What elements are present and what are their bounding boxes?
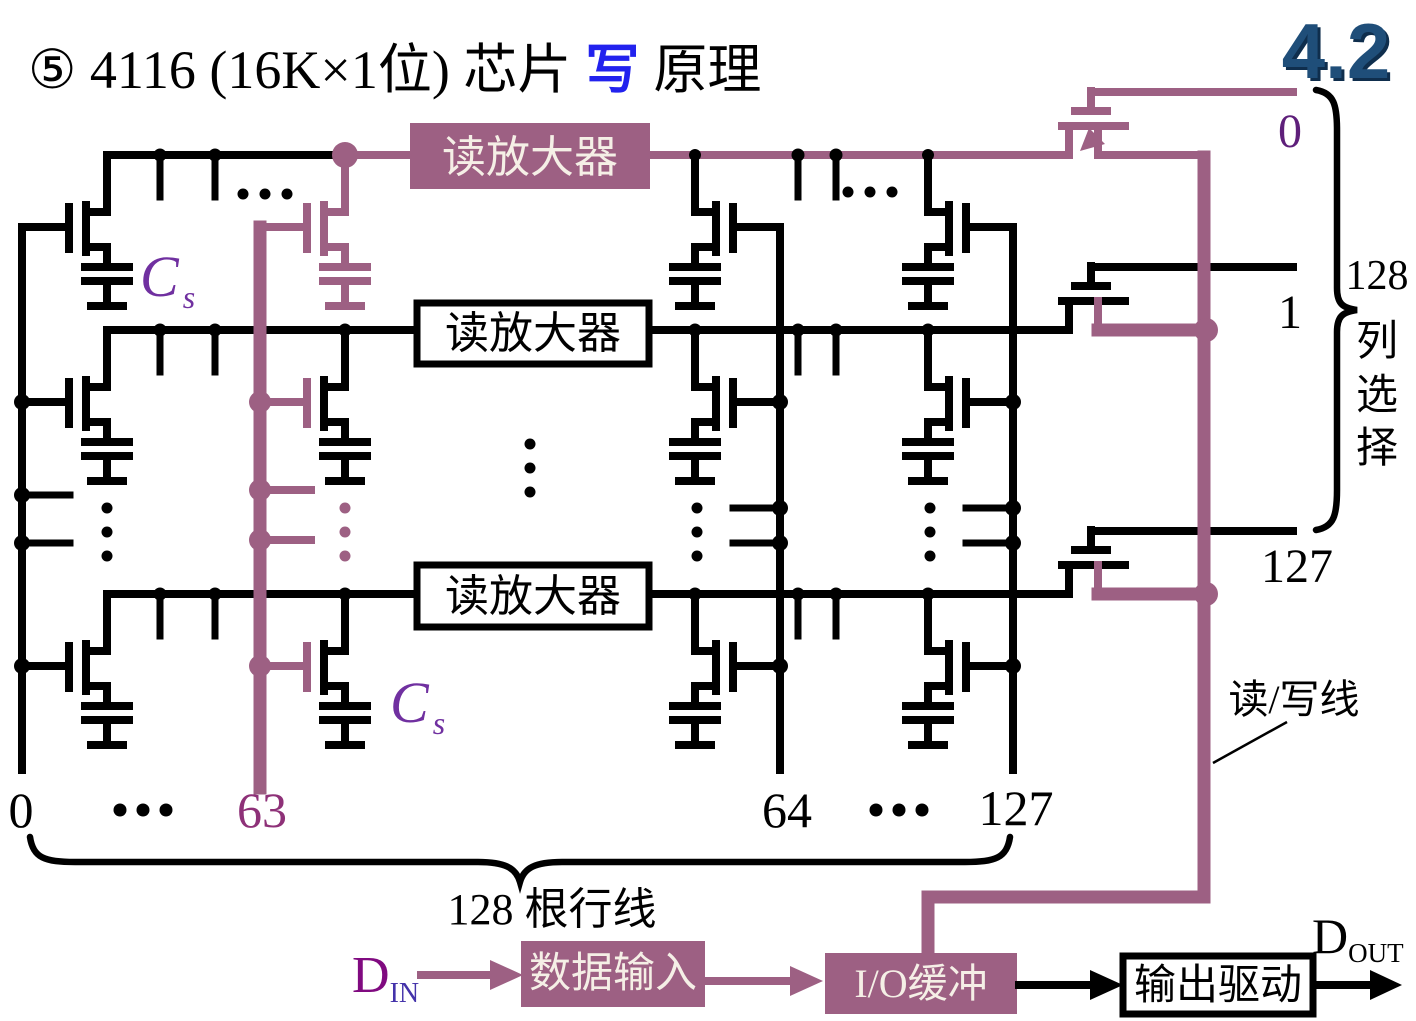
row-line-labels: 0 63 64 127 128 根行线 (9, 780, 1054, 934)
column-count-label: 128 (1346, 253, 1409, 299)
sense-amp-label: 读放大器 (445, 572, 621, 621)
row-label-64: 64 (762, 782, 812, 838)
svg-text:DIN: DIN (352, 947, 419, 1009)
arrow-icon (1090, 970, 1123, 1000)
sense-amp-1: 读放大器 (413, 299, 653, 368)
ellipsis-dots (101, 186, 936, 817)
bit-line-row-0 (103, 142, 1208, 201)
arrow-icon (1370, 970, 1402, 1000)
read-write-line-callout: 读/写线 (1212, 677, 1360, 765)
page-title: ⑤ 4116 (16K×1位) 芯片写原理 (28, 40, 761, 100)
selected-memory-cell (260, 207, 307, 249)
dout-label: D (1312, 908, 1348, 964)
output-driver-label: 输出驱动 (1134, 963, 1302, 1009)
word-line-0 (14, 223, 74, 774)
column-select-transistor-127 (1062, 530, 1297, 594)
row-label-63: 63 (237, 782, 287, 838)
column-select-brace (1312, 86, 1358, 534)
word-line-127 (962, 223, 1021, 774)
memory-cell (22, 207, 69, 249)
cap-symbol: C (390, 670, 430, 735)
column-select-labels: 0 1 127 128 列 选 择 (1261, 105, 1409, 593)
row-lines-brace (26, 833, 1014, 894)
column-caption-2: 选 (1356, 373, 1398, 419)
io-buffer-box (825, 953, 1017, 1014)
dout-subscript: OUT (1348, 938, 1404, 968)
output-driver-box (1119, 952, 1317, 1018)
row-label-0: 0 (9, 782, 34, 838)
svg-text:Cs: Cs (140, 244, 195, 315)
data-input-box (521, 941, 705, 1007)
read-write-line (921, 150, 1218, 960)
read-write-line-label: 读/写线 (1228, 677, 1359, 722)
mosfet-arrow-icon (1080, 128, 1105, 151)
column-select-transistor-0 (1062, 91, 1297, 155)
section-number: 4.2 (1282, 7, 1390, 95)
title-prefix: ⑤ 4116 (16K×1位) 芯片 (28, 40, 571, 100)
column-caption-1: 列 (1356, 319, 1398, 365)
column-select-transistor-1 (1062, 266, 1297, 330)
svg-text:Cs: Cs (390, 670, 445, 741)
column-label-1: 1 (1278, 286, 1302, 339)
callout-pointer-line (1212, 720, 1288, 765)
svg-text:DOUT: DOUT (1312, 908, 1404, 968)
din-label: D (352, 947, 390, 1004)
column-label-127: 127 (1261, 540, 1333, 593)
din-subscript: IN (390, 978, 420, 1009)
word-line-63-selected (249, 220, 315, 795)
cap-symbol: C (140, 244, 180, 309)
sense-amp-label: 读放大器 (442, 133, 618, 182)
io-buffer-label: I/O缓冲 (854, 961, 987, 1006)
arrow-icon (490, 960, 523, 990)
cap-symbol-sub: s (433, 705, 445, 741)
row-label-127: 127 (979, 780, 1054, 836)
data-input-label: 数据输入 (529, 951, 697, 997)
column-caption-3: 择 (1356, 426, 1398, 472)
row-lines-brace-label: 128 根行线 (448, 885, 657, 934)
sense-amp-0: 读放大器 (410, 123, 650, 189)
datapath: DIN 数据输入 I/O缓冲 输出驱动 DOUT (352, 908, 1404, 1018)
column-label-0: 0 (1278, 105, 1302, 158)
arrow-icon (790, 966, 823, 996)
cap-symbol-sub: s (183, 279, 195, 315)
sense-amp-127: 读放大器 (413, 561, 653, 631)
title-suffix: 原理 (653, 40, 761, 100)
word-line-64 (729, 223, 788, 774)
sense-amp-label: 读放大器 (445, 309, 621, 358)
title-highlight: 写 (585, 40, 639, 100)
